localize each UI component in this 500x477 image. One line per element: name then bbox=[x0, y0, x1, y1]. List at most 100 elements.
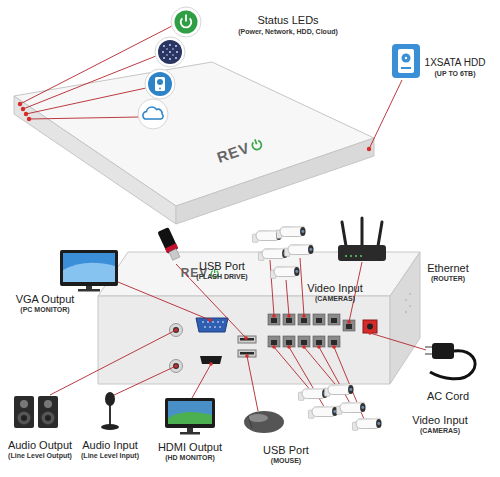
power-led-icon bbox=[185, 15, 187, 22]
hdmi-monitor-icon bbox=[165, 398, 215, 435]
network-led-icon bbox=[158, 40, 182, 64]
speakers-icon bbox=[18, 412, 31, 425]
network-led-icon bbox=[172, 54, 174, 56]
callout-label: USB Port bbox=[263, 444, 309, 456]
nvr-device: REV bbox=[92, 236, 424, 388]
callout-sublabel: (CAMERAS) bbox=[420, 427, 460, 435]
network-led-icon bbox=[155, 37, 185, 67]
speakers-icon bbox=[14, 396, 58, 428]
power-led-icon bbox=[171, 7, 201, 37]
callout-label: VGA Output bbox=[16, 293, 75, 305]
network-led-icon bbox=[163, 45, 165, 47]
callout-sublabel: (MOUSE) bbox=[271, 457, 301, 465]
microphone-icon bbox=[101, 424, 119, 430]
speakers-icon bbox=[45, 415, 51, 421]
power-led-icon bbox=[175, 11, 198, 34]
network-led-icon bbox=[155, 37, 185, 67]
callout-sublabel: (CAMERAS) bbox=[315, 295, 355, 303]
sata-hdd-icon bbox=[392, 44, 420, 78]
microphone-icon bbox=[101, 392, 119, 430]
flash-drive-icon bbox=[157, 227, 178, 254]
sata-hdd-icon bbox=[405, 57, 407, 59]
mouse-icon bbox=[244, 411, 284, 433]
network-led-icon bbox=[176, 51, 178, 53]
sata-hdd-icon bbox=[392, 44, 420, 78]
ac-cord-icon bbox=[425, 353, 432, 355]
network-led-icon bbox=[162, 44, 178, 60]
ac-cord-icon bbox=[430, 351, 475, 379]
device-face bbox=[176, 138, 374, 224]
network-led-icon bbox=[175, 45, 177, 47]
router-icon bbox=[361, 218, 364, 246]
sata-hdd-icon bbox=[398, 49, 414, 73]
device-face bbox=[14, 96, 176, 224]
speakers-icon bbox=[42, 412, 55, 425]
mouse-icon bbox=[248, 414, 268, 422]
device-outline bbox=[4, 58, 378, 230]
callout-sublabel: (ROUTER) bbox=[431, 275, 465, 283]
microphone-icon bbox=[109, 404, 111, 425]
vga-monitor-icon bbox=[63, 253, 115, 282]
network-led-icon bbox=[175, 57, 177, 59]
brand-power-icon bbox=[251, 140, 262, 151]
mouse-icon bbox=[248, 416, 252, 428]
camera-group-bottom bbox=[324, 384, 353, 397]
vga-monitor-icon bbox=[78, 289, 100, 292]
camera-group-bottom bbox=[336, 402, 365, 415]
network-led-icon bbox=[162, 51, 164, 53]
callout-sublabel: (PC MONITOR) bbox=[20, 306, 69, 314]
callout-label: Audio Input bbox=[82, 439, 138, 451]
nvr-device: REV bbox=[4, 58, 378, 230]
mouse-icon bbox=[244, 411, 284, 433]
network-led-icon bbox=[166, 54, 168, 56]
router-icon bbox=[342, 222, 346, 246]
callout-label: Audio Output bbox=[8, 439, 72, 451]
speakers-icon bbox=[38, 396, 58, 428]
camera-group-bottom bbox=[298, 388, 327, 401]
network-led-icon bbox=[169, 58, 171, 60]
callout-label: Video Input bbox=[412, 414, 467, 426]
device-face bbox=[98, 296, 390, 384]
microphone-icon bbox=[105, 392, 115, 406]
hdmi-monitor-icon bbox=[168, 412, 212, 424]
device-face bbox=[390, 252, 420, 384]
network-led-icon bbox=[172, 48, 174, 50]
power-led-icon bbox=[181, 18, 192, 27]
device-outline bbox=[92, 236, 424, 388]
network-led-icon bbox=[169, 44, 171, 46]
callout-label: Status LEDs bbox=[257, 14, 318, 26]
hdmi-monitor-icon bbox=[168, 401, 212, 424]
camera-group-bottom bbox=[352, 418, 381, 431]
device-face bbox=[98, 252, 420, 296]
ac-cord-icon bbox=[425, 346, 432, 348]
callout-label: USB Port bbox=[199, 260, 245, 272]
callout-sublabel: (Line Level Output) bbox=[8, 452, 72, 460]
callout-sublabel: (Line Level Input) bbox=[81, 452, 139, 460]
network-led-icon bbox=[163, 57, 165, 59]
vga-monitor-icon bbox=[63, 263, 115, 282]
callout-label: 1XSATA HDD bbox=[425, 57, 486, 68]
callout-sublabel: (FLASH DRIVE) bbox=[196, 273, 247, 281]
network-led-icon bbox=[166, 48, 168, 50]
speakers-icon bbox=[20, 400, 28, 408]
speakers-icon bbox=[44, 400, 52, 408]
power-led-icon bbox=[171, 7, 201, 37]
network-led-icon bbox=[169, 51, 171, 53]
camera-group-bottom bbox=[308, 406, 337, 419]
callout-label: Ethernet bbox=[427, 262, 469, 274]
hdmi-monitor-icon bbox=[180, 432, 200, 435]
camera-group-bottom bbox=[298, 384, 381, 431]
callout-label: AC Cord bbox=[427, 390, 469, 402]
sata-hdd-icon bbox=[401, 67, 411, 69]
sata-hdd-icon bbox=[402, 54, 411, 63]
hdmi-monitor-icon bbox=[165, 398, 215, 428]
vga-monitor-icon bbox=[86, 286, 92, 290]
speakers-icon bbox=[14, 396, 34, 428]
ac-cord-icon bbox=[425, 343, 475, 379]
ac-cord-icon bbox=[432, 343, 454, 359]
camera-group-top bbox=[276, 226, 305, 239]
callout-label: Video Input bbox=[307, 282, 362, 294]
hdmi-monitor-icon bbox=[187, 428, 193, 433]
